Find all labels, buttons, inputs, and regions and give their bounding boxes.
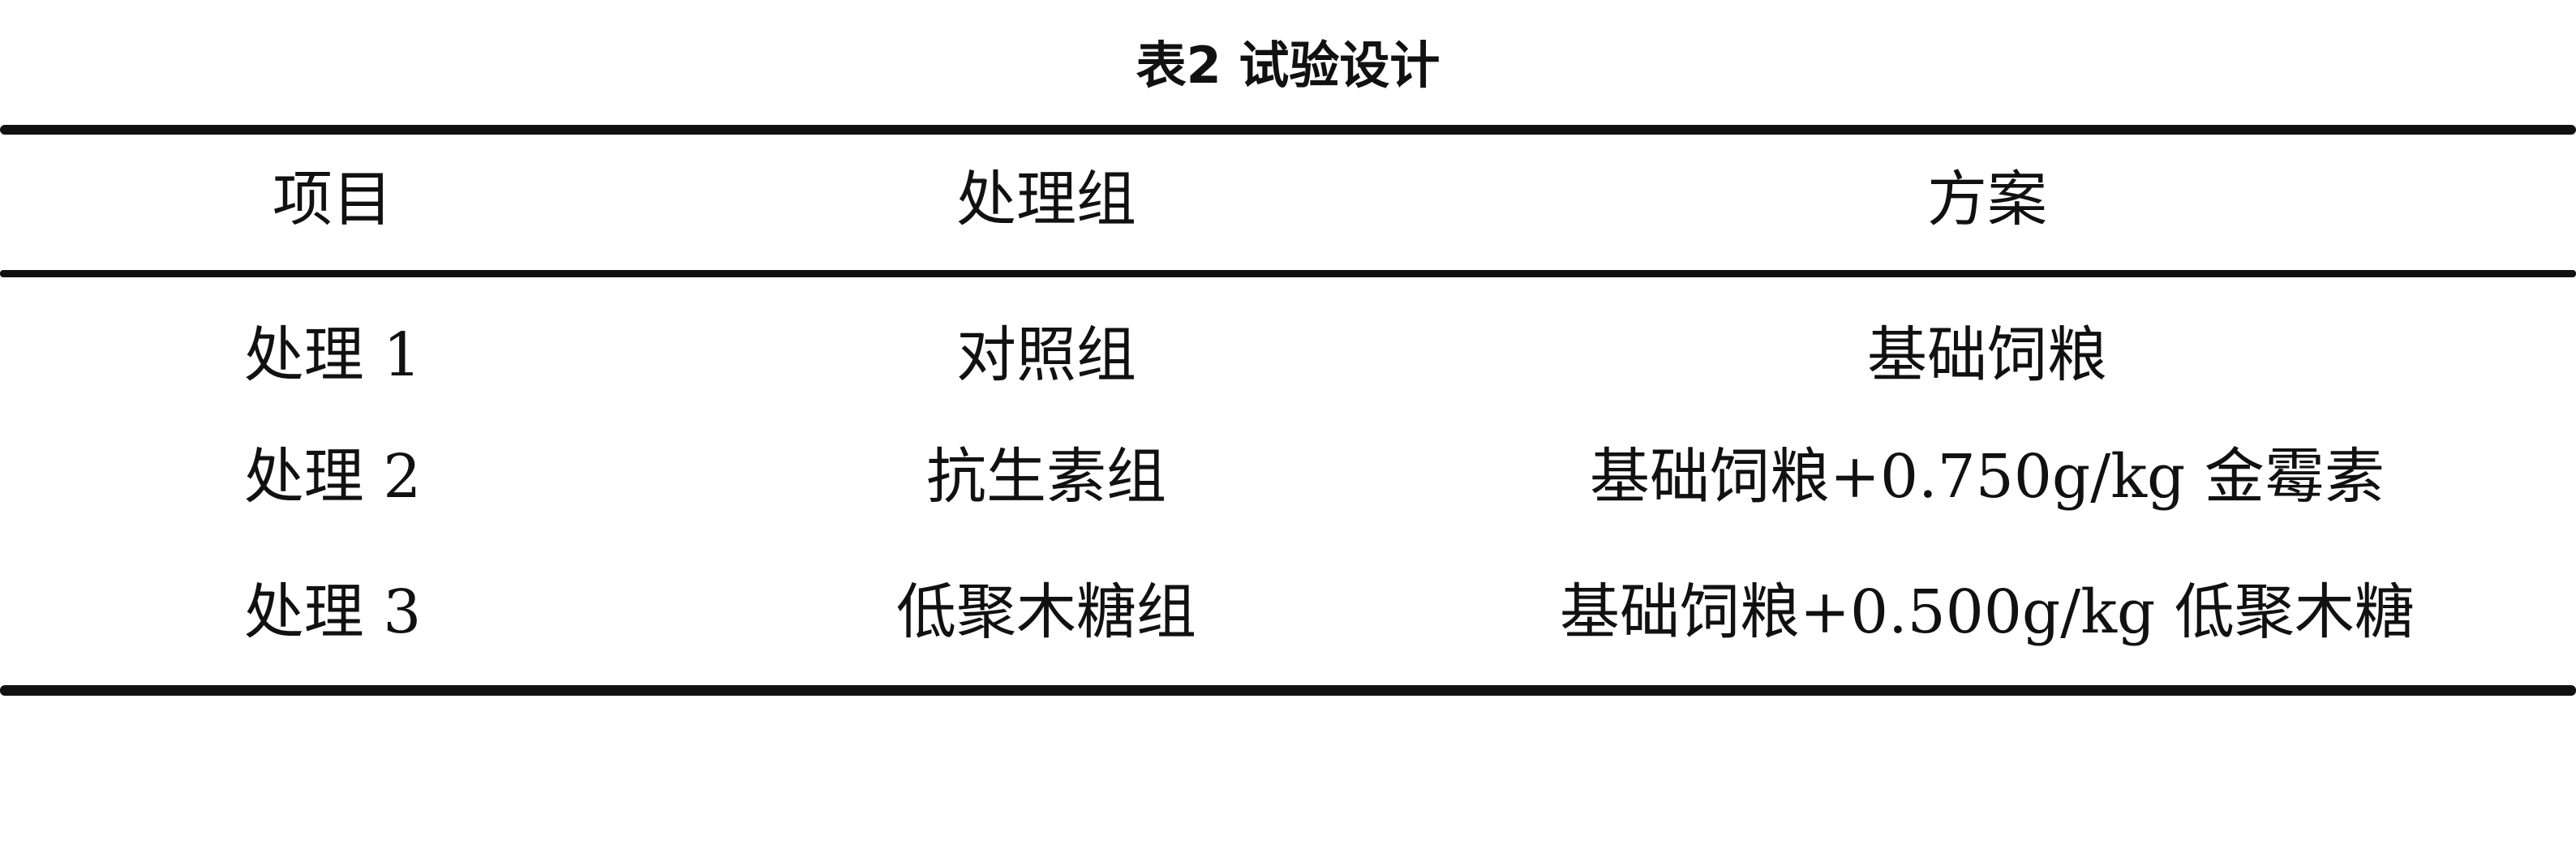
table-cell: 基础饲粮+0.750g/kg 金霉素 — [1590, 442, 2385, 512]
header-cell-item: 项目 — [273, 165, 393, 234]
table-cell: 处理 2 — [243, 442, 422, 512]
table-cell: 对照组 — [956, 320, 1136, 390]
table-cell: 处理 1 — [243, 320, 422, 390]
table-cell: 处理 3 — [243, 577, 422, 647]
top-rule — [0, 125, 2576, 135]
bottom-rule — [0, 685, 2576, 696]
table-caption: 表2 试验设计 — [1136, 36, 1440, 95]
header-rule — [0, 270, 2576, 277]
header-cell-group: 处理组 — [956, 165, 1136, 234]
table-cell: 抗生素组 — [926, 442, 1166, 512]
table-cell: 低聚木糖组 — [896, 577, 1196, 647]
header-cell-scheme: 方案 — [1927, 165, 2047, 234]
table-cell: 基础饲粮+0.500g/kg 低聚木糖 — [1560, 577, 2415, 647]
table-cell: 基础饲粮 — [1867, 320, 2107, 390]
